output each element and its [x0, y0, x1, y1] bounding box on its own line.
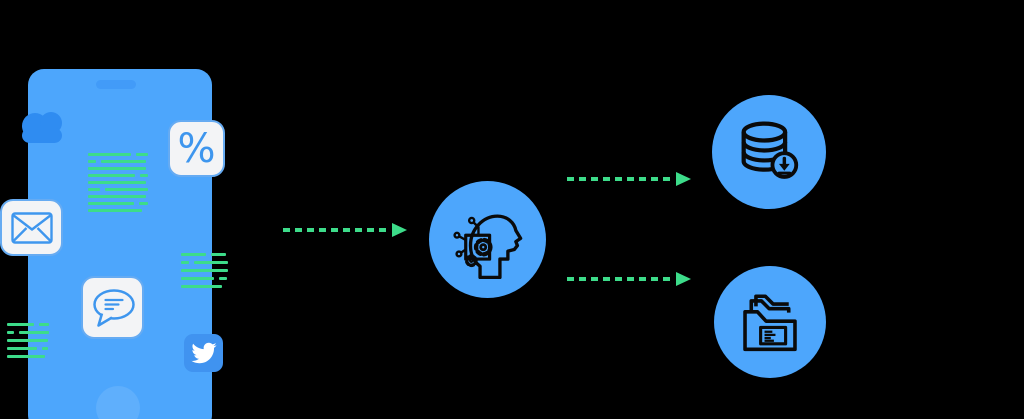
- arrowhead: [676, 172, 691, 186]
- email-envelope-icon: [10, 211, 53, 244]
- placeholder-text-lines-center: [88, 153, 148, 212]
- database-download-icon: [741, 121, 799, 179]
- dashed-line: [567, 177, 673, 181]
- phone-home-indicator: [96, 386, 140, 419]
- arrow-phone-to-ai: [283, 222, 407, 238]
- phone-speaker-notch: [96, 80, 136, 89]
- dashed-line: [567, 277, 673, 281]
- database-output-node: [712, 95, 826, 209]
- placeholder-text-lines-bottom: [7, 323, 49, 358]
- placeholder-text-lines-right: [181, 253, 228, 288]
- chat-bubble-icon: [92, 288, 135, 327]
- arrowhead: [392, 223, 407, 237]
- email-tile: [0, 199, 63, 256]
- percent-icon: %: [177, 125, 216, 172]
- ai-processor-node: [429, 181, 546, 298]
- dashed-line: [283, 228, 389, 232]
- cloud-icon: [22, 112, 62, 143]
- twitter-tile: [184, 334, 223, 372]
- arrowhead: [676, 272, 691, 286]
- folder-files-icon: [743, 294, 797, 352]
- ai-head-icon: [452, 213, 522, 279]
- twitter-bird-icon: [190, 342, 217, 364]
- archive-output-node: [714, 266, 826, 378]
- arrow-ai-to-database: [567, 171, 691, 187]
- percent-tile: %: [168, 120, 225, 177]
- arrow-ai-to-archive: [567, 271, 691, 287]
- chat-tile: [81, 276, 144, 339]
